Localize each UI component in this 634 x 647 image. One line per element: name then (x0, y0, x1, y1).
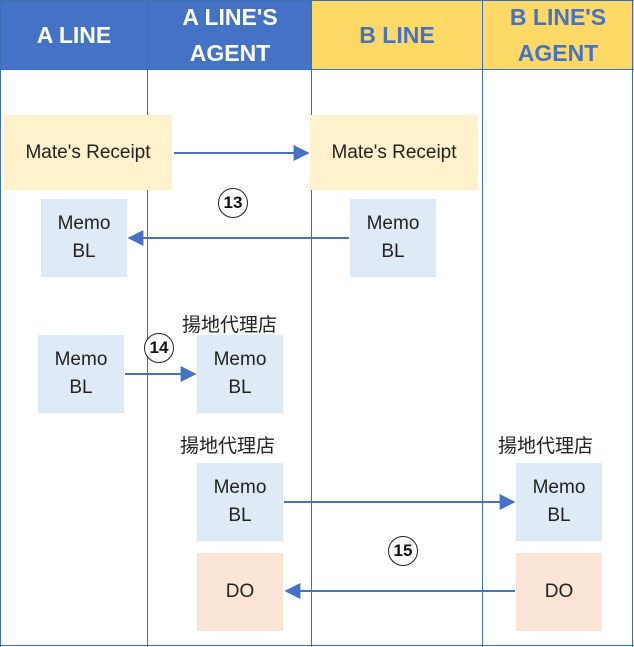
step-13-marker: 13 (218, 188, 248, 218)
memo-bl-a-line-row2: Memo BL (41, 199, 127, 277)
grid-line-top (0, 0, 634, 1)
header-a-line-agent: A LINE'S AGENT (148, 0, 312, 69)
memo-bl-b-agent-row4: Memo BL (516, 463, 602, 541)
mates-receipt-b-line: Mate's Receipt (310, 115, 478, 190)
header-a-line: A LINE (0, 0, 148, 69)
grid-line-left (0, 0, 1, 647)
memo-bl-a-line-row3: Memo BL (38, 335, 124, 413)
grid-line-col2 (311, 0, 312, 647)
grid-line-col1 (147, 0, 148, 647)
b-agent-label-row4: 揚地代理店 (498, 435, 594, 457)
grid-line-col3 (482, 0, 483, 647)
memo-bl-agent-row3: Memo BL (197, 335, 283, 413)
step-14-marker: 14 (144, 333, 174, 363)
agent-label-row3: 揚地代理店 (182, 314, 278, 336)
step-15-marker: 15 (388, 536, 418, 566)
memo-bl-agent-row4: Memo BL (197, 463, 283, 541)
agent-label-row4: 揚地代理店 (180, 435, 276, 457)
do-agent: DO (197, 553, 283, 631)
grid-line-bottom (0, 645, 634, 646)
mates-receipt-a-line: Mate's Receipt (4, 115, 172, 190)
header-b-line-agent: B LINE'S AGENT (482, 0, 634, 69)
grid-line-header-bottom (0, 69, 634, 70)
grid-line-right (632, 0, 633, 647)
memo-bl-b-line-row2: Memo BL (350, 199, 436, 277)
header-b-line: B LINE (312, 0, 482, 69)
do-b-agent: DO (516, 553, 602, 631)
